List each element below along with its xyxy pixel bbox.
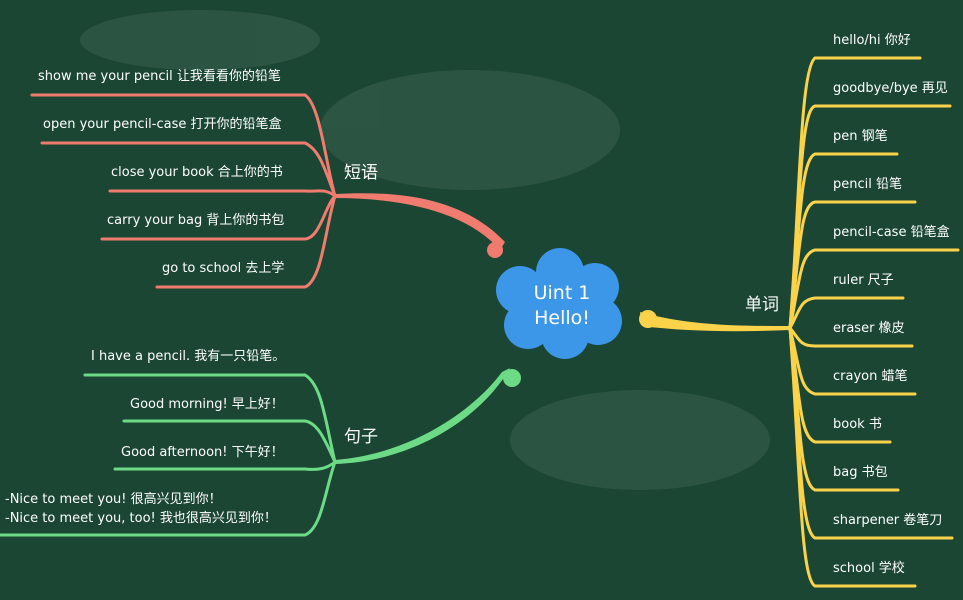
sentence-item: -Nice to meet you! 很高兴见到你！ xyxy=(5,491,222,507)
phrase-item: show me your pencil 让我看看你的铅笔 xyxy=(38,68,281,84)
phrases-main-connector xyxy=(335,193,505,250)
words-sub-connectors xyxy=(788,56,960,588)
word-item: pen 钢笔 xyxy=(833,128,888,144)
word-item: sharpener 卷笔刀 xyxy=(833,512,942,528)
phrase-item: open your pencil-case 打开你的铅笔盒 xyxy=(43,116,282,132)
phrases-label: 短语 xyxy=(344,163,378,183)
words-main-connector xyxy=(640,312,790,332)
center-title: Uint 1 xyxy=(534,282,591,304)
words-connector-tip xyxy=(639,310,657,328)
word-item: pencil-case 铅笔盒 xyxy=(833,224,950,240)
sentences-label: 句子 xyxy=(344,427,378,447)
sentence-item: I have a pencil. 我有一只铅笔。 xyxy=(91,348,285,364)
phrase-item: close your book 合上你的书 xyxy=(111,164,283,180)
word-item: book 书 xyxy=(833,417,882,432)
cloud-shape xyxy=(496,248,622,359)
words-label: 单词 xyxy=(745,295,779,315)
phrase-item: carry your bag 背上你的书包 xyxy=(107,212,284,228)
word-item: school 学校 xyxy=(833,560,905,576)
word-item: crayon 蜡笔 xyxy=(833,368,907,384)
background-smudges xyxy=(80,10,770,490)
word-item: pencil 铅笔 xyxy=(833,176,902,192)
branch-sentences: 句子 I have a pencil. 我有一只铅笔。 Good morning… xyxy=(0,348,521,537)
word-item: ruler 尺子 xyxy=(833,273,894,288)
branch-words: 单词 hello/hi 你好 goodbye/bye 再见 pen 钢笔 pen… xyxy=(639,33,960,588)
sentence-item: -Nice to meet you, too! 我也很高兴见到你！ xyxy=(5,510,277,526)
phrases-connector-tip xyxy=(487,242,503,258)
word-item: hello/hi 你好 xyxy=(833,33,911,48)
center-subtitle: Hello! xyxy=(534,307,590,329)
sentences-sub-connectors xyxy=(0,373,337,537)
word-item: bag 书包 xyxy=(833,465,888,480)
sentences-main-connector xyxy=(335,368,510,464)
sentences-connector-tip xyxy=(503,369,521,387)
phrase-item: go to school 去上学 xyxy=(162,260,284,276)
word-item: goodbye/bye 再见 xyxy=(833,81,948,96)
phrases-sub-connectors xyxy=(30,93,337,289)
word-item: eraser 橡皮 xyxy=(833,321,905,336)
branch-phrases: 短语 show me your pencil 让我看看你的铅笔 open you… xyxy=(30,68,505,289)
center-node: Uint 1 Hello! xyxy=(496,248,622,359)
sentence-item: Good afternoon! 下午好！ xyxy=(121,445,284,460)
sentence-item: Good morning! 早上好！ xyxy=(130,397,284,412)
